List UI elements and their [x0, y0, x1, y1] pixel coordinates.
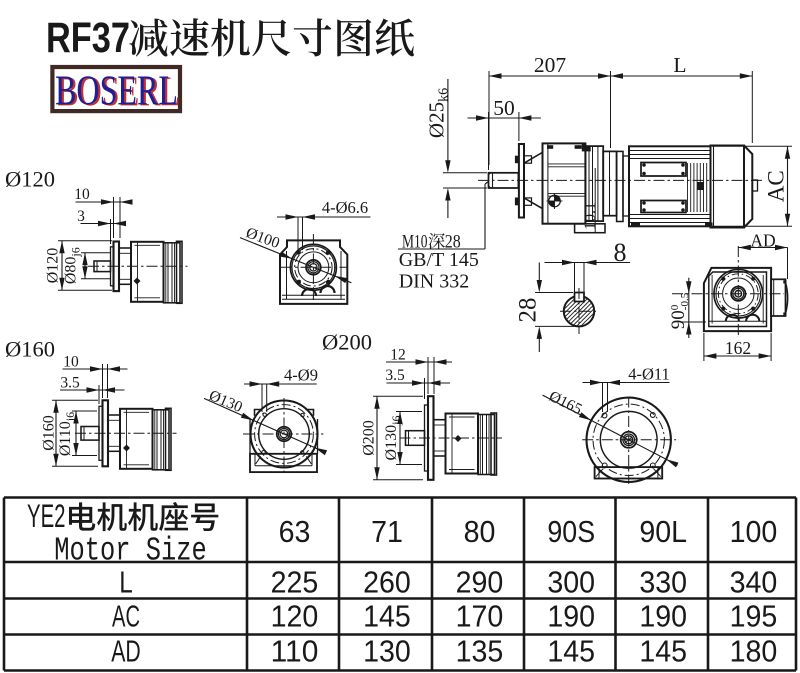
- svg-text:8: 8: [614, 238, 627, 267]
- svg-text:Ø200: Ø200: [322, 330, 372, 355]
- svg-text:10: 10: [63, 354, 79, 371]
- svg-text:120: 120: [271, 599, 319, 634]
- svg-text:135: 135: [456, 634, 504, 669]
- svg-text:Motor Size: Motor Size: [54, 533, 207, 570]
- svg-text:Ø120: Ø120: [5, 167, 55, 192]
- svg-text:130: 130: [363, 634, 411, 669]
- svg-text:195: 195: [730, 599, 778, 634]
- svg-text:71: 71: [371, 514, 403, 549]
- svg-text:340: 340: [730, 565, 778, 600]
- svg-text:L: L: [119, 565, 133, 600]
- svg-text:Ø25k6: Ø25k6: [425, 88, 452, 138]
- svg-text:RF37: RF37: [46, 14, 130, 62]
- svg-text:Ø160: Ø160: [41, 415, 58, 451]
- svg-text:145: 145: [363, 599, 411, 634]
- svg-text:Ø160: Ø160: [5, 337, 55, 362]
- svg-text:90S: 90S: [547, 514, 595, 549]
- svg-text:290: 290: [456, 565, 504, 600]
- svg-text:63: 63: [279, 514, 311, 549]
- svg-text:Ø120: Ø120: [45, 248, 62, 284]
- svg-text:AC: AC: [764, 170, 789, 202]
- svg-text:3: 3: [77, 208, 85, 225]
- svg-text:L: L: [673, 53, 686, 77]
- svg-text:AC: AC: [112, 599, 140, 634]
- svg-text:145: 145: [547, 634, 595, 669]
- svg-text:90L: 90L: [639, 514, 687, 549]
- svg-text:110: 110: [271, 634, 319, 669]
- svg-text:180: 180: [730, 634, 778, 669]
- svg-text:BOSERL: BOSERL: [55, 68, 178, 115]
- svg-text:190: 190: [547, 599, 595, 634]
- svg-text:10: 10: [74, 186, 90, 203]
- svg-text:AD: AD: [750, 231, 775, 251]
- svg-text:3.5: 3.5: [385, 367, 405, 384]
- svg-text:4-Ø9: 4-Ø9: [284, 366, 318, 385]
- svg-text:Ø200: Ø200: [361, 420, 378, 456]
- svg-text:170: 170: [456, 599, 504, 634]
- svg-text:4-Ø11: 4-Ø11: [628, 365, 670, 384]
- svg-text:Ø130j6: Ø130j6: [383, 416, 403, 461]
- svg-text:260: 260: [363, 565, 411, 600]
- svg-text:145: 145: [639, 634, 687, 669]
- svg-text:300: 300: [547, 565, 595, 600]
- svg-text:AD: AD: [111, 634, 141, 669]
- svg-text:BOSERL: BOSERL: [57, 68, 180, 115]
- svg-text:4-Ø6.6: 4-Ø6.6: [322, 198, 368, 217]
- svg-text:80: 80: [464, 514, 496, 549]
- svg-text:330: 330: [639, 565, 687, 600]
- svg-text:207: 207: [534, 53, 567, 77]
- svg-text:DIN 332: DIN 332: [399, 271, 470, 293]
- svg-text:28: 28: [445, 233, 461, 253]
- svg-text:12: 12: [390, 347, 406, 364]
- svg-text:225: 225: [271, 565, 319, 600]
- svg-text:100: 100: [730, 514, 778, 549]
- svg-text:YE2: YE2: [27, 498, 66, 534]
- svg-text:162: 162: [725, 338, 751, 358]
- svg-text:190: 190: [639, 599, 687, 634]
- svg-text:Ø110j6: Ø110j6: [57, 412, 77, 456]
- svg-text:50: 50: [493, 96, 515, 120]
- svg-text:GB/T 145: GB/T 145: [399, 249, 479, 271]
- svg-text:M10: M10: [402, 233, 428, 253]
- svg-text:3.5: 3.5: [60, 375, 80, 392]
- svg-text:28: 28: [515, 298, 542, 323]
